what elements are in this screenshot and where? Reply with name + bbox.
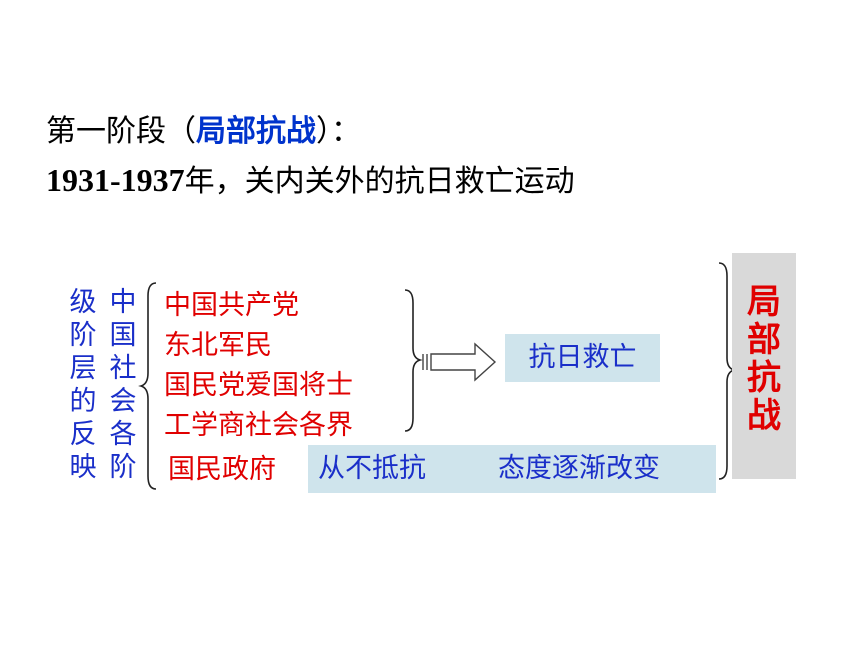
left-label-column-1: 级阶层的反映 — [69, 287, 97, 483]
stage-title: 第一阶段（局部抗战）： — [46, 112, 361, 152]
summary-label: 局部抗战 — [747, 282, 781, 436]
stage-subtitle-text: 年，关内关外的抗日救亡运动 — [184, 164, 575, 199]
stage-title-suffix: ）： — [316, 114, 361, 149]
summary-box — [732, 253, 796, 479]
result-box: 抗日救亡 — [505, 334, 660, 382]
government-name: 国民政府 — [168, 454, 276, 485]
left-brace — [138, 282, 157, 490]
group-item: 工学商社会各界 — [164, 410, 353, 441]
stage-title-highlight: 局部抗战 — [196, 114, 316, 149]
result-arrow — [422, 342, 497, 382]
result-label: 抗日救亡 — [528, 342, 637, 373]
left-label-column-2: 中国社会各阶 — [109, 287, 137, 483]
attitude-before: 从不抵抗 — [318, 453, 426, 484]
group-item: 中国共产党 — [164, 290, 299, 321]
middle-brace — [404, 289, 423, 432]
stage-subtitle: 1931-1937年，关内关外的抗日救亡运动 — [46, 160, 575, 202]
stage-title-prefix: 第一阶段（ — [46, 114, 196, 149]
group-item: 东北军民 — [164, 330, 272, 361]
stage-years: 1931-1937 — [46, 162, 185, 198]
government-attitude-box: 从不抵抗 态度逐渐改变 — [308, 445, 716, 493]
attitude-after: 态度逐渐改变 — [498, 453, 660, 484]
group-item: 国民党爱国将士 — [164, 370, 353, 401]
